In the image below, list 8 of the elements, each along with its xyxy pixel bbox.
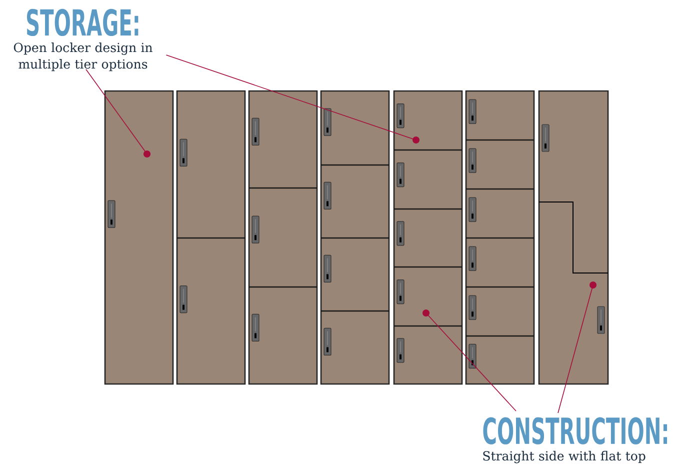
leader-dot xyxy=(590,282,596,288)
leader-dot xyxy=(412,136,420,144)
leader-line xyxy=(426,312,516,412)
leader-dot xyxy=(144,150,150,158)
callout-text: CONSTRUCTION: Straight side with flat top xyxy=(483,417,668,464)
leader-dot xyxy=(422,310,430,316)
callout-text: STORAGE: Open locker design in multiple tier options xyxy=(14,8,152,72)
leader-line xyxy=(86,68,148,154)
